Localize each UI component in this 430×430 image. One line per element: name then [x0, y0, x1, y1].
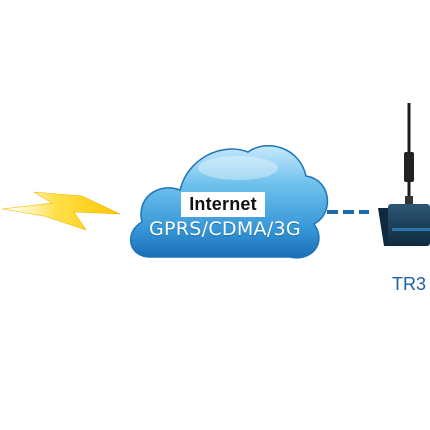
- internet-label: Internet: [181, 192, 265, 217]
- dashed-link: [327, 210, 369, 214]
- network-type-label: GPRS/CDMA/3G: [149, 218, 301, 240]
- router-model-label: TR3: [392, 274, 427, 294]
- antenna-icon: [404, 103, 414, 206]
- router-icon: [378, 103, 430, 246]
- lightning-bolt-icon: [1, 191, 121, 231]
